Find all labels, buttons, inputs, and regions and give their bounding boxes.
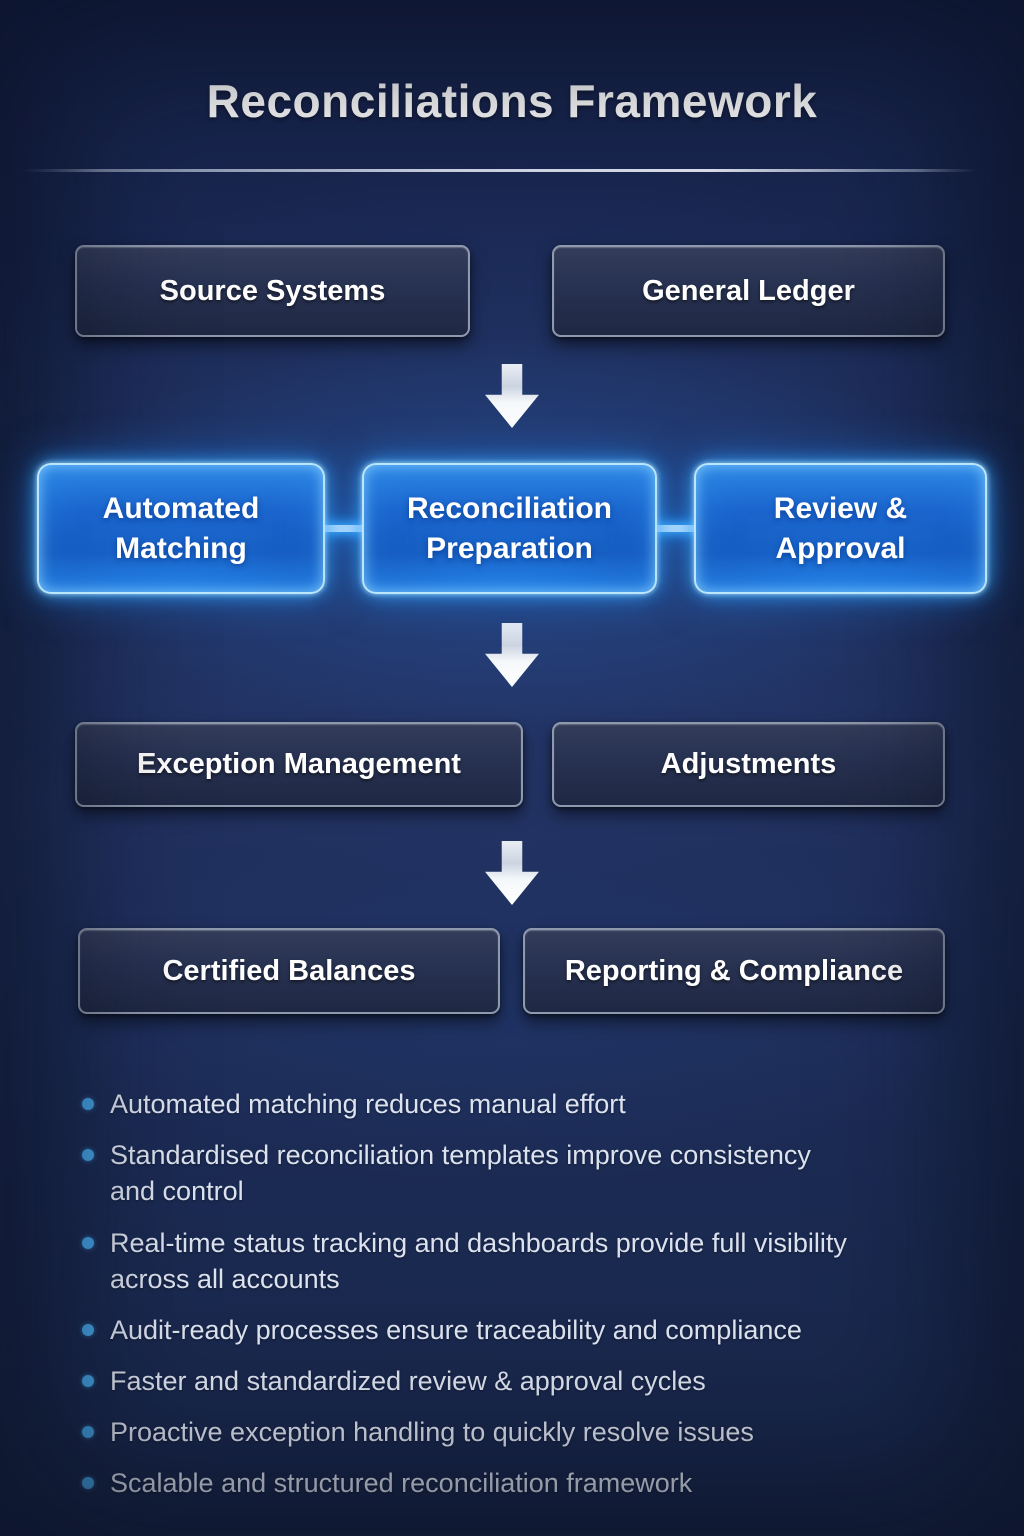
list-item: Scalable and structured reconciliation f… [82,1465,954,1501]
node-label: General Ledger [642,274,855,307]
list-item: Audit-ready processes ensure traceabilit… [82,1312,954,1348]
bullet-text: Standardised reconciliation templates im… [110,1140,811,1207]
connector-line [318,525,368,532]
bullet-text: Proactive exception handling to quickly … [110,1417,754,1448]
bullet-text: Real-time status tracking and dashboards… [110,1227,847,1294]
page-title: Reconciliations Framework [206,75,818,127]
benefits-list: Automated matching reduces manual effort… [82,1086,954,1517]
connector-line [652,525,700,532]
node-reporting-compliance: Reporting & Compliance [523,928,945,1014]
node-reconciliation-preparation: Reconciliation Preparation [362,463,657,594]
bullet-dot-icon [82,1323,94,1336]
node-label: Source Systems [159,274,386,307]
node-source-systems: Source Systems [75,245,470,337]
list-item: Standardised reconciliation templates im… [82,1137,954,1209]
node-label: Automated Matching [102,491,260,565]
node-adjustments: Adjustments [552,722,945,807]
node-label: Review & Approval [773,491,908,565]
node-exception-management: Exception Management [75,722,523,807]
list-item: Proactive exception handling to quickly … [82,1414,954,1450]
list-item: Automated matching reduces manual effort [82,1086,954,1122]
node-label: Certified Balances [162,954,416,987]
down-arrow-icon [485,364,539,428]
bullet-dot-icon [82,1426,94,1439]
bullet-dot-icon [82,1477,94,1490]
node-label: Exception Management [137,748,461,780]
list-item: Faster and standardized review & approva… [82,1363,954,1399]
node-general-ledger: General Ledger [552,245,945,337]
down-arrow-icon [485,841,539,905]
title-divider [22,169,977,172]
bullet-text: Audit-ready processes ensure traceabilit… [110,1314,802,1345]
node-review-approval: Review & Approval [694,463,987,594]
bullet-text: Scalable and structured reconciliation f… [110,1468,693,1499]
down-arrow-icon [485,623,539,687]
node-certified-balances: Certified Balances [78,928,500,1014]
bullet-dot-icon [82,1098,94,1110]
node-label: Reconciliation Preparation [406,491,613,565]
bullet-dot-icon [82,1375,94,1388]
node-label: Adjustments [660,748,837,780]
bullet-text: Faster and standardized review & approva… [110,1366,706,1397]
bullet-dot-icon [82,1236,94,1249]
bullet-text: Automated matching reduces manual effort [110,1089,626,1119]
node-automated-matching: Automated Matching [37,463,325,594]
bullet-dot-icon [82,1149,94,1162]
list-item: Real-time status tracking and dashboards… [82,1225,954,1297]
node-label: Reporting & Compliance [564,954,904,987]
